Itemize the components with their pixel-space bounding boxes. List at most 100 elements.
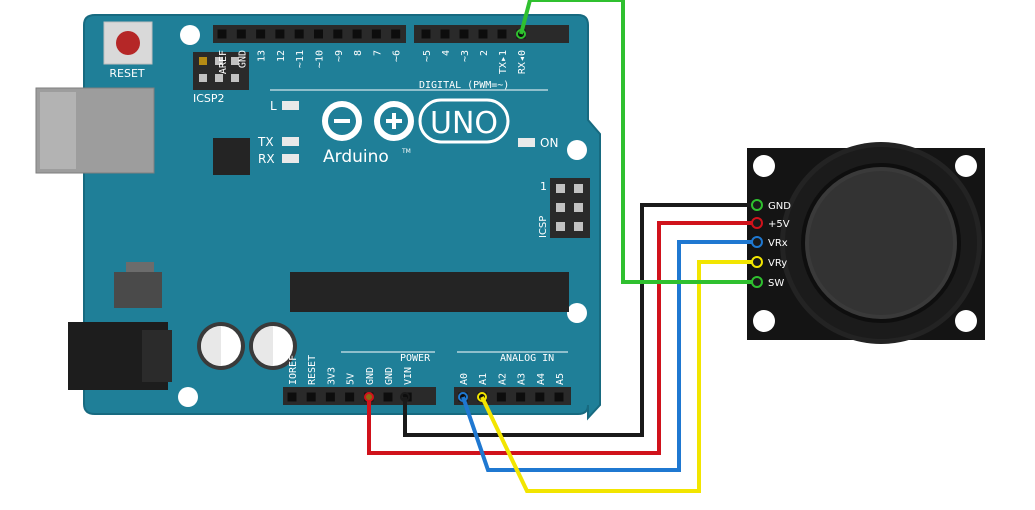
- digital-pin-6: [391, 29, 401, 39]
- pin-label: GND: [365, 367, 376, 385]
- joy-highlight-gnd: [751, 199, 763, 211]
- pin-label: A5: [555, 373, 566, 385]
- wire-gnd: [403, 203, 755, 437]
- power-header: [283, 387, 436, 405]
- mounting-hole: [753, 310, 775, 332]
- pin-label: GND: [384, 367, 395, 385]
- digital-pin-aref: [217, 29, 227, 39]
- led-tx-label: TX: [257, 135, 274, 149]
- usb-interface-chip: [213, 138, 250, 175]
- digital-pin-gnd: [236, 29, 246, 39]
- digital-pin-tx1: [497, 29, 507, 39]
- digital-pin-10: [314, 29, 323, 39]
- board-pcb: [83, 14, 601, 421]
- led-rx: [282, 154, 299, 163]
- pin-label: A4: [536, 373, 547, 385]
- pin-label: AREF: [218, 50, 229, 74]
- voltage-regulator: [114, 262, 162, 308]
- pin-label: RESET: [307, 355, 318, 385]
- pin-highlight-gnd: [400, 392, 410, 402]
- mounting-hole: [955, 155, 977, 177]
- thumbstick[interactable]: [780, 142, 982, 344]
- joy-highlight-vry: [751, 256, 763, 268]
- pin-label: A0: [459, 373, 470, 385]
- pin-label: A3: [517, 373, 528, 385]
- power-pin-gnd: [383, 392, 393, 402]
- pin-label: 3V3: [326, 367, 337, 385]
- digital-pin-4: [440, 29, 450, 39]
- reset-button[interactable]: [103, 21, 153, 65]
- icsp2-header: [193, 52, 249, 90]
- led-on: [518, 138, 535, 147]
- digital-pin-5: [421, 29, 431, 39]
- digital-pin-7: [371, 29, 381, 39]
- pin-label: ~6: [392, 50, 403, 62]
- mounting-hole: [567, 140, 587, 160]
- icsp-label: ICSP: [538, 216, 549, 238]
- digital-pin-9: [333, 29, 343, 39]
- pin-label: ~3: [460, 50, 471, 62]
- pin-label: TX▸1: [498, 50, 509, 74]
- icsp2-label: ICSP2: [193, 92, 225, 105]
- power-pin-5v: [345, 392, 355, 402]
- pin-label: ~10: [315, 50, 326, 68]
- pin-label: VIN: [403, 367, 414, 385]
- pin-label: A1: [478, 373, 489, 385]
- analog-header: [454, 387, 571, 405]
- led-rx-label: RX: [258, 152, 275, 166]
- power-label: POWER: [400, 353, 431, 364]
- brand-label: Arduino: [323, 147, 389, 167]
- digital-pin-11: [294, 29, 304, 39]
- power-pin-reset: [306, 392, 316, 402]
- pin-label: 13: [257, 50, 268, 62]
- pin-label: ~11: [295, 50, 306, 68]
- pin-label: IOREF: [288, 355, 299, 385]
- led-l: [282, 101, 299, 110]
- digital-pin-13: [256, 29, 266, 39]
- digital-pin-3: [459, 29, 469, 39]
- digital-pin-2: [478, 29, 488, 39]
- capacitor: [249, 322, 297, 370]
- capacitor: [197, 322, 245, 370]
- pin-label: 2: [479, 50, 490, 56]
- joy-highlight-5v: [751, 217, 763, 229]
- pin-label: RX◂0: [517, 50, 528, 74]
- led-on-label: ON: [540, 136, 558, 150]
- pin-label: A2: [497, 373, 508, 385]
- pin-label: 8: [353, 50, 364, 56]
- wire-vry: [480, 260, 755, 493]
- pin-highlight-5v: [364, 392, 374, 402]
- joystick-pin-label: VRy: [768, 258, 787, 269]
- model-label: UNO: [430, 106, 498, 141]
- icsp-header: [550, 178, 590, 238]
- power-pin-3v3: [325, 392, 335, 402]
- icsp-pin1-label: 1: [540, 180, 547, 193]
- mounting-hole: [180, 25, 200, 45]
- power-pin-ioref: [287, 392, 297, 402]
- mounting-hole: [753, 155, 775, 177]
- wire-endpoints: [364, 29, 763, 402]
- pin-label: 12: [276, 50, 287, 62]
- reset-label: RESET: [109, 67, 145, 80]
- joystick-pin-label: GND: [768, 201, 791, 212]
- analog-pin-a5: [554, 392, 564, 402]
- arduino-infinity-logo: [322, 101, 414, 141]
- joy-highlight-vrx: [751, 236, 763, 248]
- analog-pin-labels: A0 A1 A2 A3 A4 A5: [459, 373, 566, 385]
- digital-label: DIGITAL (PWM=~): [419, 80, 509, 91]
- digital-header-low: [414, 25, 569, 43]
- led-l-label: L: [270, 99, 277, 113]
- analog-pin-a2: [496, 392, 506, 402]
- arduino-uno-board: RESET ICSP2: [35, 14, 601, 421]
- joy-highlight-sw: [751, 276, 763, 288]
- atmega-chip: [290, 272, 569, 312]
- digital-pin-8: [352, 29, 362, 39]
- wire-sw: [519, 0, 755, 284]
- power-pin-vin: [402, 392, 412, 402]
- led-tx: [282, 137, 299, 146]
- pin-label: ~5: [422, 50, 433, 62]
